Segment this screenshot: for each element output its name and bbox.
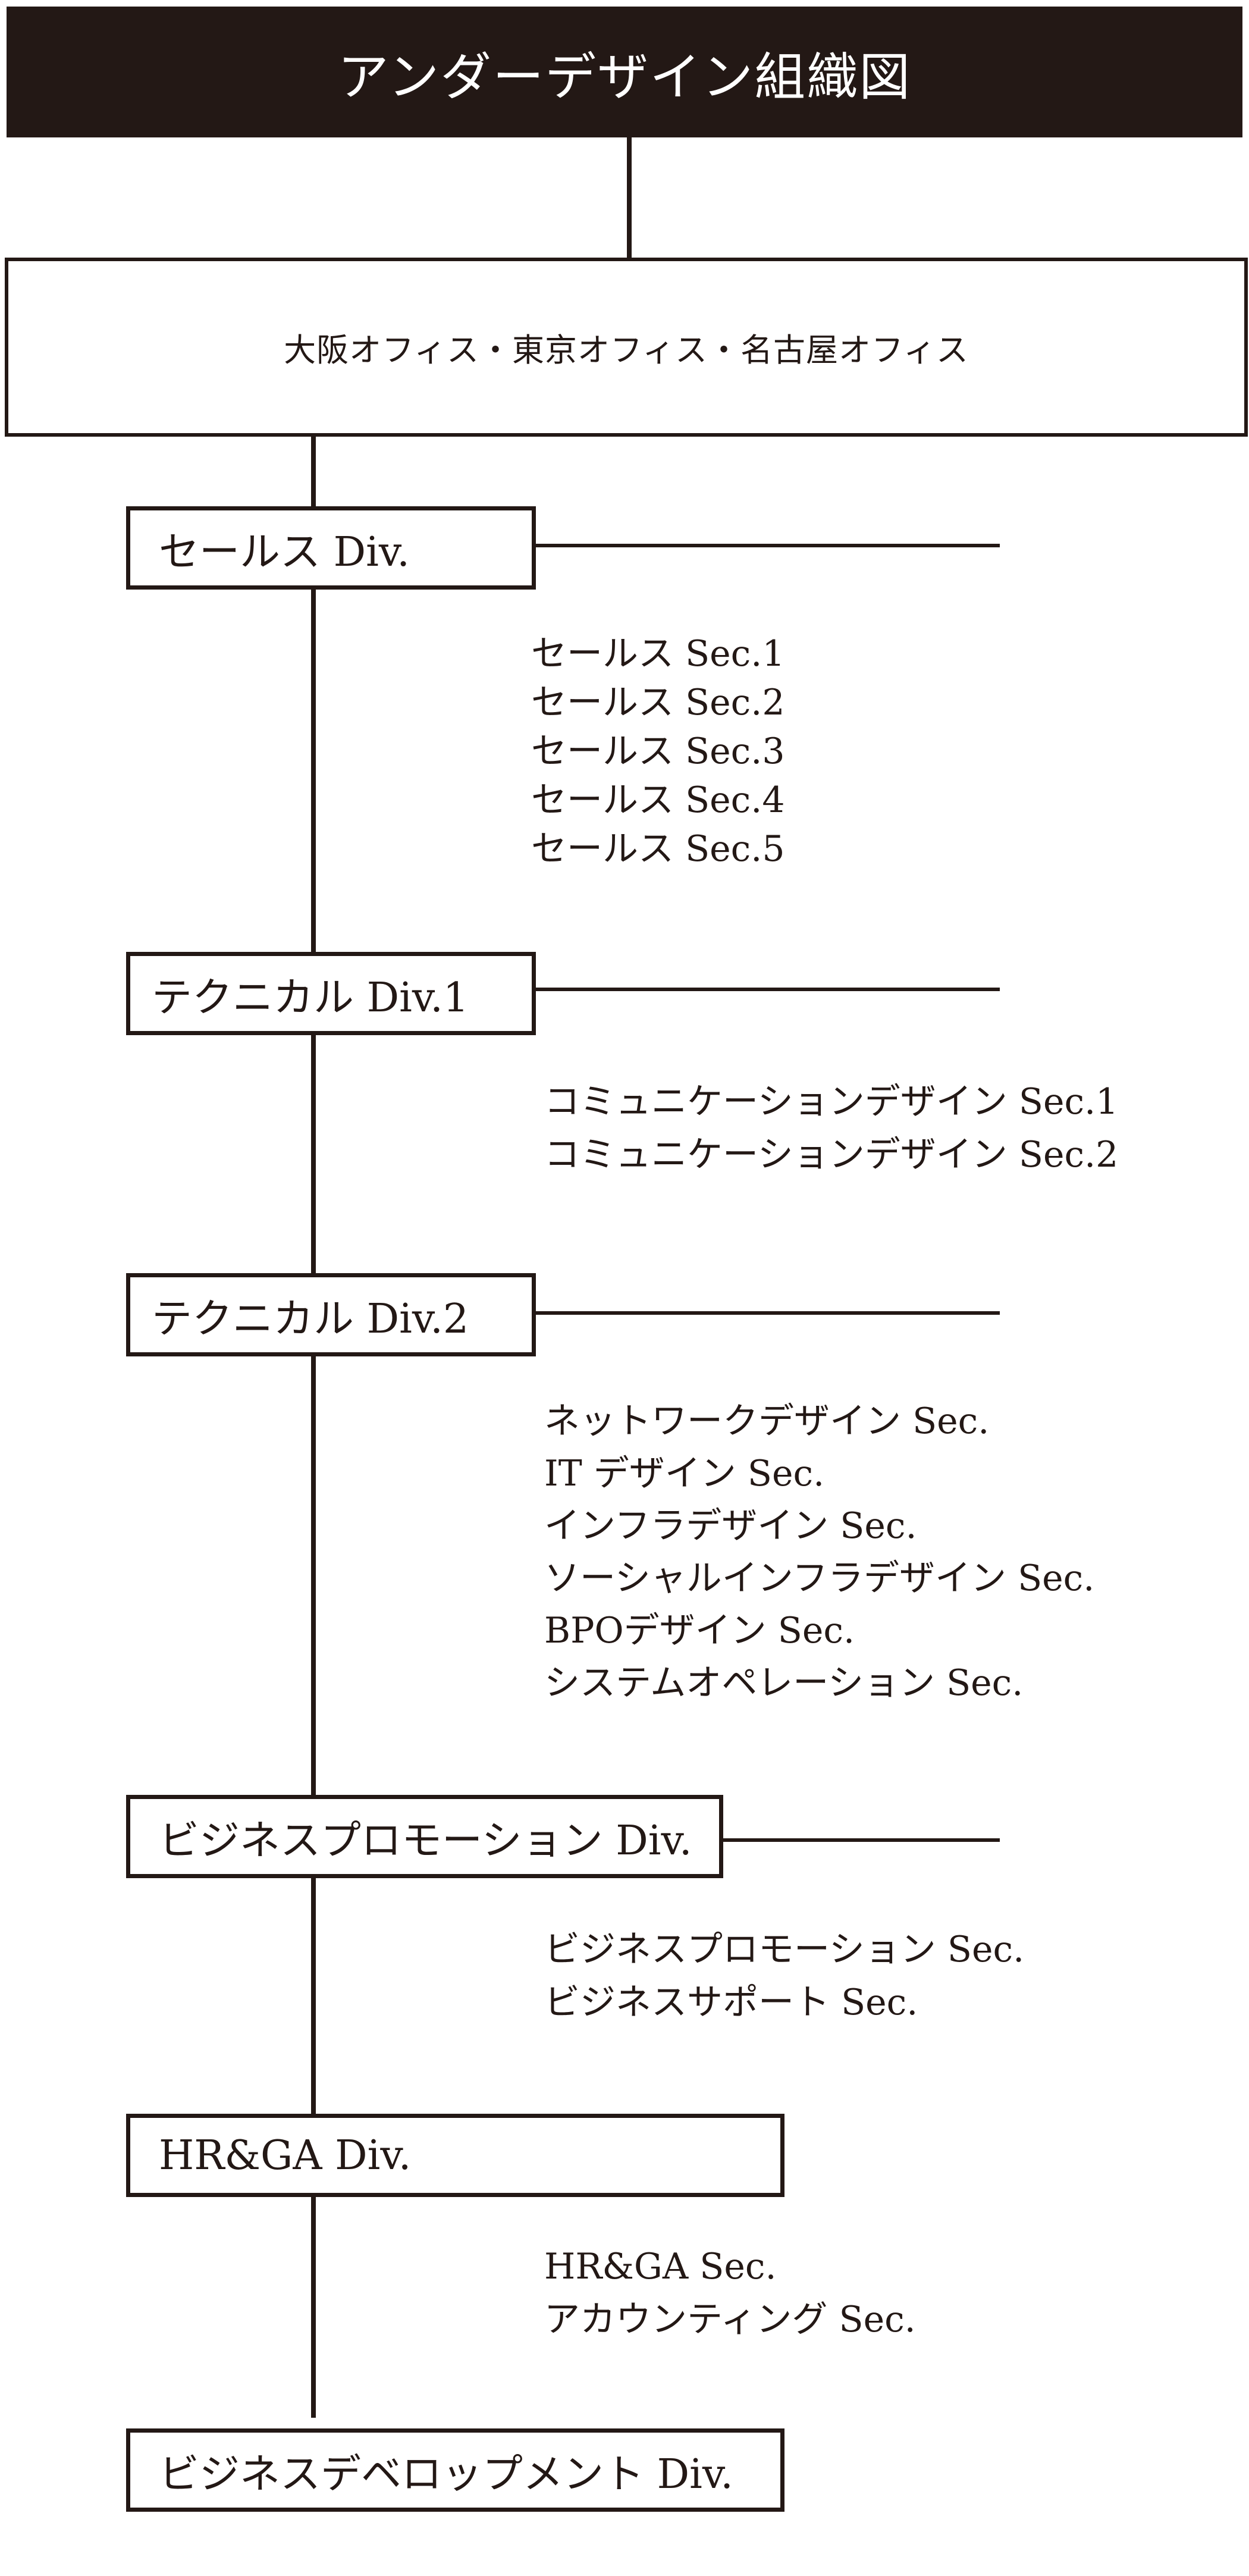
section-item: セールス Sec.4 bbox=[531, 779, 785, 821]
division-label: テクニカル Div.1 bbox=[152, 974, 469, 1021]
division-branch-line bbox=[536, 544, 1000, 547]
section-item: ネットワークデザイン Sec. bbox=[544, 1400, 990, 1442]
division-box-technical-2: テクニカル Div.2 bbox=[126, 1273, 536, 1356]
offices-box: 大阪オフィス・東京オフィス・名古屋オフィス bbox=[5, 258, 1248, 437]
section-list-technical-1: コミュニケーションデザイン Sec.1 コミュニケーションデザイン Sec.2 bbox=[544, 1076, 1118, 1182]
division-box-sales: セールス Div. bbox=[126, 506, 536, 590]
section-item: HR&GA Sec. bbox=[544, 2246, 777, 2287]
section-item: コミュニケーションデザイン Sec.2 bbox=[544, 1134, 1119, 1176]
division-trunk-line bbox=[311, 437, 316, 2418]
org-chart-title-banner: アンダーデザイン組織図 bbox=[7, 7, 1242, 137]
section-item: システムオペレーション Sec. bbox=[544, 1662, 1024, 1704]
division-box-business-development: ビジネスデベロップメント Div. bbox=[126, 2428, 784, 2512]
section-list-business-promotion: ビジネスプロモーション Sec. ビジネスサポート Sec. bbox=[544, 1923, 1024, 2029]
division-label: テクニカル Div.2 bbox=[152, 1295, 469, 1343]
section-item: コミュニケーションデザイン Sec.1 bbox=[544, 1081, 1119, 1123]
section-list-technical-2: ネットワークデザイン Sec. IT デザイン Sec. インフラデザイン Se… bbox=[544, 1395, 1094, 1709]
section-item: インフラデザイン Sec. bbox=[544, 1505, 917, 1547]
division-label: ビジネスデベロップメント Div. bbox=[159, 2450, 733, 2498]
section-list-sales: セールス Sec.1 セールス Sec.2 セールス Sec.3 セールス Se… bbox=[531, 629, 785, 873]
section-item: BPOデザイン Sec. bbox=[544, 1610, 855, 1651]
division-branch-line bbox=[536, 1311, 1000, 1315]
section-item: セールス Sec.3 bbox=[531, 731, 785, 772]
connector-title-to-offices bbox=[627, 137, 632, 259]
division-label: ビジネスプロモーション Div. bbox=[159, 1817, 692, 1864]
division-branch-line bbox=[723, 1838, 1000, 1842]
division-branch-line bbox=[536, 988, 1000, 991]
division-box-technical-1: テクニカル Div.1 bbox=[126, 952, 536, 1035]
division-label: HR&GA Div. bbox=[159, 2132, 412, 2179]
section-item: ビジネスサポート Sec. bbox=[544, 1982, 918, 2023]
division-label: セールス Div. bbox=[159, 528, 410, 576]
section-list-hr-ga: HR&GA Sec. アカウンティング Sec. bbox=[544, 2240, 916, 2346]
org-chart-title: アンダーデザイン組織図 bbox=[337, 47, 912, 107]
section-item: IT デザイン Sec. bbox=[544, 1453, 825, 1494]
division-box-hr-ga: HR&GA Div. bbox=[126, 2114, 784, 2197]
section-item: ソーシャルインフラデザイン Sec. bbox=[544, 1557, 1095, 1599]
section-item: セールス Sec.5 bbox=[531, 828, 785, 870]
section-item: セールス Sec.2 bbox=[531, 682, 785, 723]
division-box-business-promotion: ビジネスプロモーション Div. bbox=[126, 1795, 723, 1878]
section-item: アカウンティング Sec. bbox=[544, 2299, 916, 2340]
section-item: ビジネスプロモーション Sec. bbox=[544, 1929, 1025, 1970]
section-item: セールス Sec.1 bbox=[531, 633, 785, 675]
offices-label: 大阪オフィス・東京オフィス・名古屋オフィス bbox=[284, 331, 969, 369]
